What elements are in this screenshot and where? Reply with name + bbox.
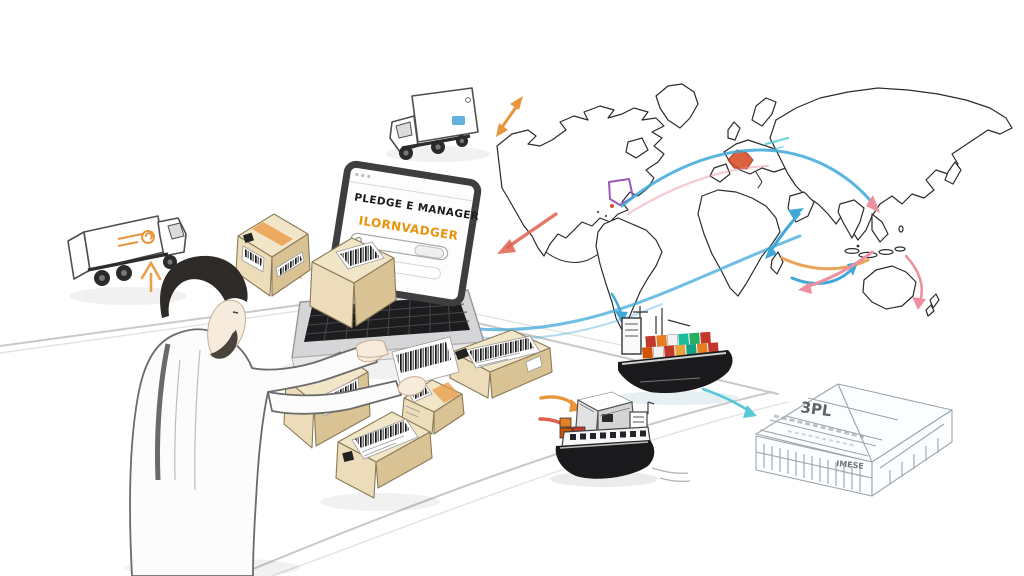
map-to-packing-arrow-icon [497,212,558,254]
inbound-truck-arrow-icon [140,260,162,293]
continent-greenland [655,83,699,129]
truck-logo-blue [452,116,465,125]
ship-hull [618,350,733,394]
warehouse-building: 3PL IMESE [755,383,953,497]
warehouse-small-sign: IMESE [836,459,864,471]
route-arc-southern [450,234,802,332]
route-arc-transatlantic [620,148,876,208]
worker-hair [160,255,248,318]
delivery-truck-top [389,87,479,160]
continent-south-america [595,217,663,331]
feeder-boat [555,391,691,482]
route-arrow-southwest [804,250,874,289]
worker-packing [129,255,460,576]
continent-australia [862,265,917,310]
ship-containers [642,331,719,359]
route-arrow-indonesia [790,266,855,285]
world-map [496,83,1013,331]
continent-africa [697,189,781,297]
truck-logo-orange [117,230,155,247]
route-arrow-newzealand [904,254,923,304]
region-highlight-europe [727,149,754,170]
package-box-1 [235,213,311,297]
package-box-6 [335,411,433,499]
container-ship [618,306,733,394]
map-northwest-arrow-icon [496,96,523,137]
route-arc-indian-ocean [780,256,870,271]
warehouse-sign: 3PL [799,398,833,420]
package-box-4 [449,329,553,399]
boat-hull [555,440,655,479]
worker-body [129,328,378,576]
worker-beard [210,330,238,359]
ship-to-warehouse-arrow-icon [701,387,757,418]
delivery-truck-left [67,215,187,286]
worker-hand-right [397,376,427,396]
laptop: PLEDGE E MANAGER ILORNVADGER [291,160,487,368]
package-box-5 [401,379,465,435]
screen-button [414,244,445,259]
package-box-2 [309,237,397,329]
strap [154,343,171,481]
parcel-boxes [235,213,553,499]
continent-north-america [496,105,665,257]
